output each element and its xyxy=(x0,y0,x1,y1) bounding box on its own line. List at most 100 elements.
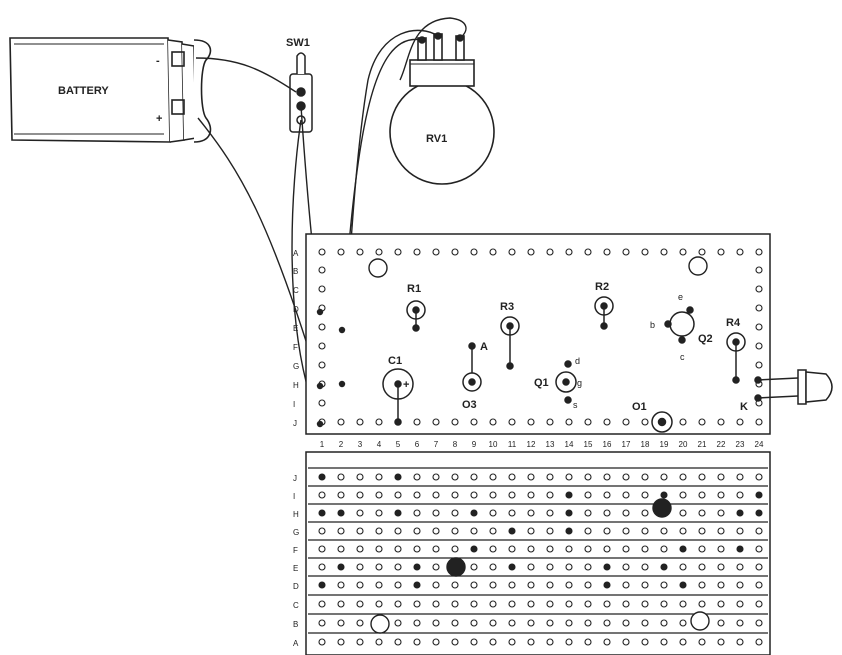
strip-hole xyxy=(394,527,402,535)
strip-hole xyxy=(584,545,592,553)
battery-label: BATTERY xyxy=(58,85,109,97)
strip-hole xyxy=(375,545,383,553)
strip-hole xyxy=(527,509,535,517)
row-label: H xyxy=(293,381,299,390)
strip-hole xyxy=(584,473,592,481)
strip-hole xyxy=(736,581,744,589)
strip-hole xyxy=(660,600,668,608)
strip-hole xyxy=(337,638,345,646)
strip-hole xyxy=(546,527,554,535)
rv1-label: RV1 xyxy=(426,133,447,145)
board-hole xyxy=(527,248,535,256)
strip-hole xyxy=(584,563,592,571)
column-label: 17 xyxy=(622,440,631,449)
strip-hole xyxy=(527,619,535,627)
solder-joint xyxy=(318,509,326,517)
board-hole xyxy=(603,418,611,426)
strip-hole xyxy=(413,527,421,535)
strip-hole xyxy=(546,563,554,571)
strip-hole xyxy=(584,491,592,499)
strip-hole xyxy=(546,619,554,627)
row-label: G xyxy=(293,362,299,371)
board-hole xyxy=(755,304,763,312)
board-hole xyxy=(318,248,326,256)
strip-hole xyxy=(432,491,440,499)
strip-hole xyxy=(679,491,687,499)
strip-hole xyxy=(679,473,687,481)
strip-hole xyxy=(356,509,364,517)
strip-hole xyxy=(527,638,535,646)
strip-hole xyxy=(489,545,497,553)
strip-hole xyxy=(451,491,459,499)
board-hole xyxy=(717,418,725,426)
strip-hole xyxy=(755,638,763,646)
strip-hole xyxy=(432,563,440,571)
strip-hole xyxy=(603,491,611,499)
strip-hole xyxy=(527,600,535,608)
solder-joint xyxy=(413,563,421,571)
board-hole xyxy=(698,248,706,256)
row-label: C xyxy=(293,286,299,295)
column-label: 7 xyxy=(434,440,439,449)
strip-hole xyxy=(375,638,383,646)
column-label: 23 xyxy=(736,440,745,449)
row-label: J xyxy=(293,474,297,483)
column-label: 2 xyxy=(339,440,344,449)
strip-hole xyxy=(356,473,364,481)
q1-pin-s: s xyxy=(573,400,578,410)
column-label: 22 xyxy=(717,440,726,449)
solder-joint xyxy=(337,509,345,517)
r3-label: R3 xyxy=(500,301,514,313)
board-hole xyxy=(565,418,573,426)
solder-joint xyxy=(736,545,744,553)
solder-joint xyxy=(508,563,516,571)
strip-hole xyxy=(660,473,668,481)
solder-joint xyxy=(679,581,687,589)
board-hole xyxy=(356,418,364,426)
strip-hole xyxy=(318,527,326,535)
strip-hole xyxy=(546,473,554,481)
strip-hole xyxy=(717,473,725,481)
strip-hole xyxy=(470,491,478,499)
strip-hole xyxy=(755,563,763,571)
board-hole xyxy=(755,266,763,274)
strip-hole xyxy=(508,491,516,499)
board-hole xyxy=(413,248,421,256)
solder-joint xyxy=(470,545,478,553)
strip-hole xyxy=(375,600,383,608)
board-hole xyxy=(451,248,459,256)
strip-hole xyxy=(413,600,421,608)
strip-hole xyxy=(698,527,706,535)
pin-k-label: K xyxy=(740,401,748,413)
q2-label: Q2 xyxy=(698,333,713,345)
board-hole xyxy=(603,248,611,256)
strip-hole xyxy=(451,638,459,646)
board-hole xyxy=(565,248,573,256)
battery-negative-label: - xyxy=(156,55,160,67)
strip-hole xyxy=(432,600,440,608)
strip-hole xyxy=(641,600,649,608)
strip-hole xyxy=(717,581,725,589)
strip-hole xyxy=(584,600,592,608)
strip-hole xyxy=(432,527,440,535)
transistor-q2 xyxy=(664,306,695,344)
pin-o1 xyxy=(651,411,673,433)
board-hole xyxy=(679,418,687,426)
strip-hole xyxy=(565,545,573,553)
strip-hole xyxy=(698,509,706,517)
row-label: H xyxy=(293,510,299,519)
board-hole xyxy=(755,342,763,350)
strip-hole xyxy=(546,600,554,608)
column-label: 4 xyxy=(377,440,382,449)
strip-hole xyxy=(603,619,611,627)
strip-hole xyxy=(508,509,516,517)
strip-hole xyxy=(641,545,649,553)
strip-hole xyxy=(508,638,516,646)
strip-hole xyxy=(451,527,459,535)
board-hole xyxy=(318,342,326,350)
strip-hole xyxy=(736,473,744,481)
strip-hole xyxy=(584,581,592,589)
strip-hole xyxy=(356,563,364,571)
strip-hole xyxy=(337,473,345,481)
